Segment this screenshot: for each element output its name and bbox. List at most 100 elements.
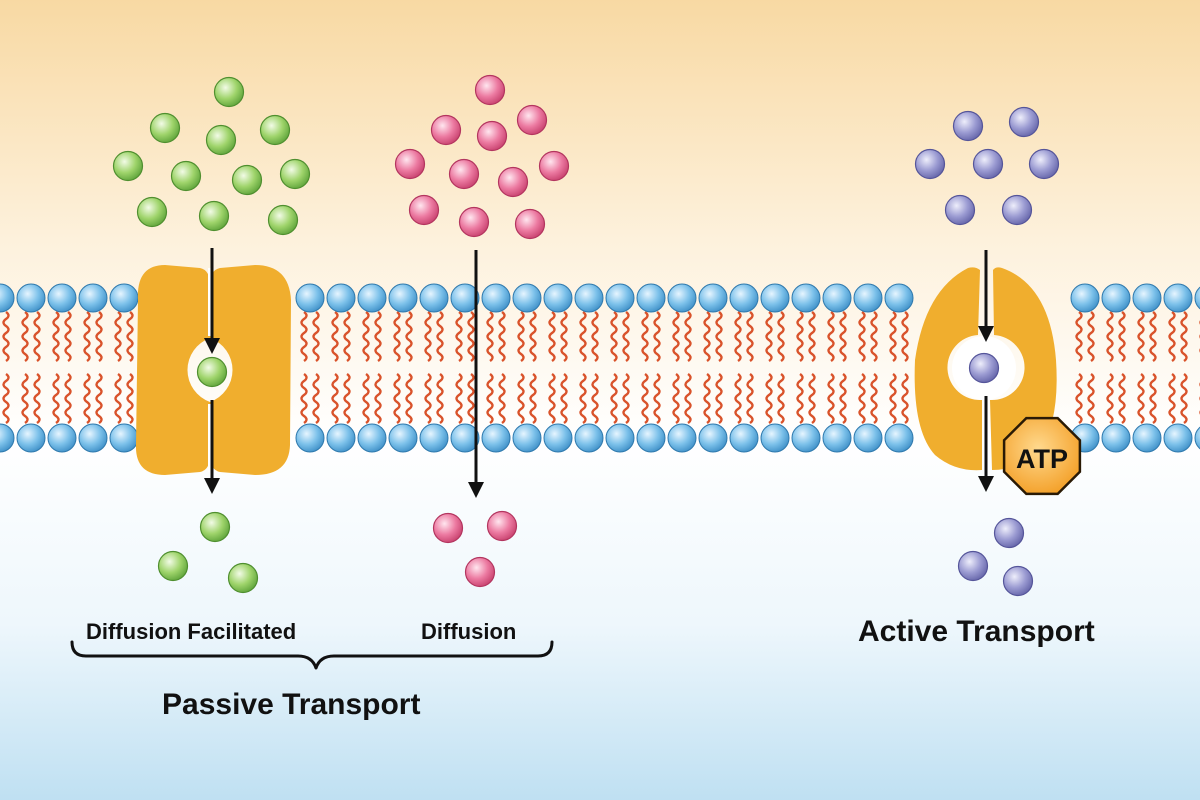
phospholipid-head [605,423,635,453]
green-particle [157,550,189,582]
passive-transport-brace [70,640,554,670]
lipid-tail [64,311,72,362]
phospholipid-head [16,423,46,453]
green-particle [196,356,228,388]
lipid-tail [529,373,537,424]
lipid-tail [703,373,711,424]
lipid-tail [498,311,506,362]
lipid-tail [653,311,661,362]
lipid-tail [548,311,556,362]
channel-protein-right-half [210,265,291,475]
green-solute-particles [112,76,311,594]
phospholipid-head [295,423,325,453]
phospholipid-head [698,283,728,313]
lipid-tail [331,311,339,362]
phospholipid-head [543,283,573,313]
lipid-tail [765,373,773,424]
phospholipid-head [698,423,728,453]
phospholipid-head [326,423,356,453]
carrier-protein-left-half [914,267,982,471]
pink-particle [514,208,546,240]
lipid-tail [455,373,463,424]
lipid-tail [610,373,618,424]
lipid-tail [684,373,692,424]
lipid-tail [83,311,91,362]
purple-particle [914,148,946,180]
phospholipid-head [388,423,418,453]
lipid-tail [2,373,10,424]
channel-gap-lower [208,404,212,472]
phospholipid-head [78,283,108,313]
lipid-tail [560,373,568,424]
phospholipid-head [574,283,604,313]
cell-membrane [0,283,1200,453]
lipid-tail [1137,311,1145,362]
phospholipid-head [0,283,15,313]
arrow-facilitated-in-head [204,338,220,354]
lipid-tail [858,373,866,424]
lipid-tail [1106,311,1114,362]
phospholipid-head [512,423,542,453]
phospholipid-head [0,423,15,453]
green-particle [199,511,231,543]
lipid-tail [467,311,475,362]
pink-particle [448,158,480,190]
phospholipid-head [1194,286,1200,310]
lipid-tail [715,311,723,362]
lipid-tail [312,311,320,362]
phospholipid-head [295,283,325,313]
lipid-tail [486,311,494,362]
phospholipid-head [1194,426,1200,450]
lipid-tail [362,311,370,362]
lipid-tail [405,373,413,424]
green-particle [279,158,311,190]
purple-particle [1008,106,1040,138]
phospholipid-head [419,283,449,313]
lipid-tails-lower-layer [2,373,1200,424]
lipid-tail [300,373,308,424]
lipid-tail [765,311,773,362]
lipid-tail [374,311,382,362]
lipid-tail [808,311,816,362]
lipid-tail [52,311,60,362]
lipid-tail [436,373,444,424]
lipid-tail [126,311,134,362]
channel-gap-upper [208,268,212,336]
atp-label: ATP [1016,444,1068,474]
lipid-tail [1149,373,1157,424]
purple-particle [968,352,1000,384]
purple-solute-particles [914,106,1060,597]
lipid-tail [436,311,444,362]
lipid-tail [560,311,568,362]
lipid-tail [858,311,866,362]
phospholipid-head [1132,423,1162,453]
phospholipid-head [667,283,697,313]
phospholipid-head [1101,283,1131,313]
phospholipid-head [791,283,821,313]
lipid-tail [1168,373,1176,424]
phospholipid-head [1101,423,1131,453]
purple-particle [957,550,989,582]
purple-particle [972,148,1004,180]
pink-particle [474,74,506,106]
lipid-tail [672,373,680,424]
green-particle [112,150,144,182]
lipid-tail [870,311,878,362]
lipid-tail [827,311,835,362]
green-particle [198,200,230,232]
phospholipid-head [512,283,542,313]
lipid-tail [796,373,804,424]
lipid-tail [641,311,649,362]
phospholipid-head [853,283,883,313]
diffusion-label: Diffusion [421,619,517,644]
phospholipid-head [574,423,604,453]
purple-particle [993,517,1025,549]
lipid-tail [734,373,742,424]
phospholipid-heads-lower-row [0,423,1200,453]
purple-particle [952,110,984,142]
lipid-tail [889,311,897,362]
lipid-tail [455,311,463,362]
lipid-tail [1137,373,1145,424]
